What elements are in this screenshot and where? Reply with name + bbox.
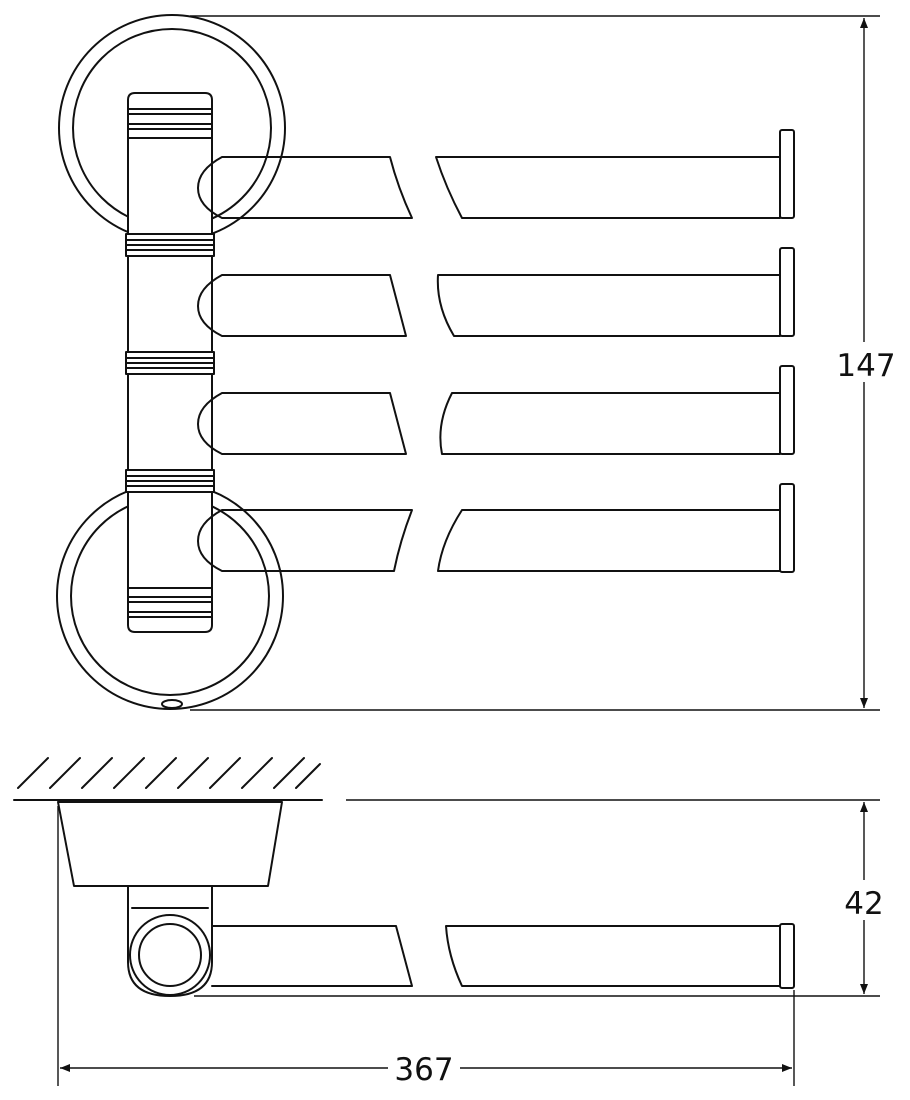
dimension-label-42: 42 (844, 886, 883, 922)
dimension-label-367: 367 (394, 1052, 453, 1088)
towel-bar-1 (197, 129, 795, 219)
height-dimension: 147 (190, 15, 896, 711)
side-view: 42 367 (13, 757, 892, 1088)
towel-bar-side (211, 923, 795, 989)
set-screw-hole (161, 699, 183, 709)
wall-hatching (13, 757, 323, 801)
width-dimension: 367 (57, 806, 795, 1088)
dimension-label-147: 147 (836, 348, 895, 384)
towel-bar-2 (197, 247, 795, 337)
towel-bar-4 (197, 483, 795, 573)
hinge-side (127, 885, 213, 997)
towel-bar-3 (197, 365, 795, 455)
depth-dimension: 42 (194, 799, 892, 997)
flange-profile (57, 801, 283, 887)
front-view: 147 (56, 14, 896, 711)
